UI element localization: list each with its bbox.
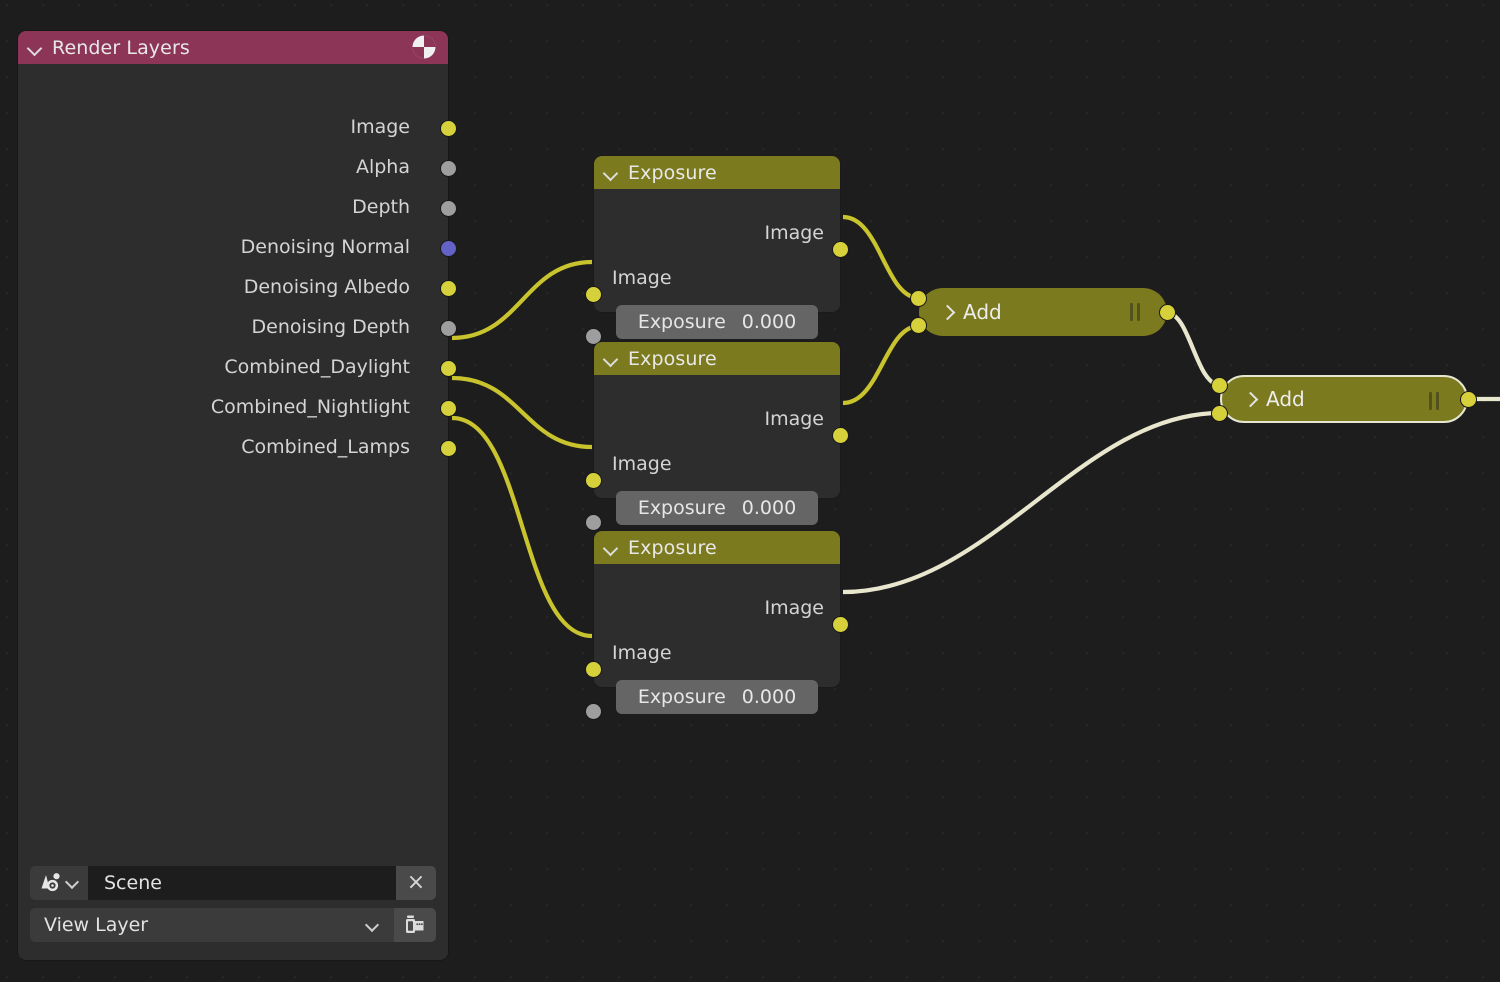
pause-bars-icon — [1129, 303, 1141, 321]
node-exposure-2-header[interactable]: Exposure — [594, 342, 840, 375]
socket-out-image[interactable] — [440, 120, 457, 137]
output-label-image: Image — [764, 408, 824, 430]
node-exposure-3[interactable]: Exposure Image Image Exposure 0.000 — [585, 531, 849, 720]
node-title: Exposure — [628, 347, 717, 370]
output-label-image: Image — [350, 116, 410, 138]
exposure-value-slider[interactable]: Exposure 0.000 — [616, 491, 818, 525]
output-label-denoising-albedo: Denoising Albedo — [243, 276, 410, 298]
node-title: Add — [1266, 387, 1305, 411]
exposure-value: 0.000 — [741, 686, 797, 708]
chevron-right-icon[interactable] — [941, 304, 955, 320]
scene-name-input[interactable]: Scene — [88, 866, 396, 900]
link-add1-to-add2 — [1166, 310, 1221, 388]
exposure-value-slider[interactable]: Exposure 0.000 — [616, 680, 818, 714]
socket-in-image[interactable] — [585, 472, 602, 489]
link-exposure3-to-add2 — [842, 410, 1221, 595]
view-layer-dropdown[interactable]: View Layer — [30, 908, 394, 942]
node-title: Exposure — [628, 161, 717, 184]
chevron-down-icon[interactable] — [604, 165, 619, 180]
renderlayers-button[interactable] — [394, 908, 436, 942]
input-label-image: Image — [612, 267, 672, 289]
exposure-value: 0.000 — [741, 311, 797, 333]
link-lamps-to-exposure3 — [451, 415, 593, 639]
scene-field-row[interactable]: Scene × — [30, 866, 436, 900]
view-layer-row[interactable]: View Layer — [30, 908, 436, 942]
chevron-down-icon[interactable] — [28, 40, 43, 55]
node-title: Exposure — [628, 536, 717, 559]
exposure-value: 0.000 — [741, 497, 797, 519]
renderlayers-icon — [406, 915, 424, 933]
node-exposure-1-body: Image Image Exposure 0.000 — [585, 189, 849, 345]
render-layers-sphere-icon — [411, 34, 438, 61]
socket-in-image[interactable] — [585, 286, 602, 303]
socket-out-denoising-normal[interactable] — [440, 240, 457, 257]
socket-out-denoising-albedo[interactable] — [440, 280, 457, 297]
chevron-right-icon[interactable] — [1244, 391, 1258, 407]
socket-in-2[interactable] — [1211, 405, 1228, 422]
socket-in-image[interactable] — [585, 661, 602, 678]
render-layers-properties: Scene × View Layer — [30, 858, 436, 942]
scene-data-icon — [41, 873, 60, 892]
output-label-image: Image — [764, 597, 824, 619]
socket-out-denoising-depth[interactable] — [440, 320, 457, 337]
output-label-combined-daylight: Combined_Daylight — [224, 356, 410, 378]
socket-out-image[interactable] — [832, 241, 849, 258]
output-label-depth: Depth — [352, 196, 410, 218]
socket-in-1[interactable] — [1211, 377, 1228, 394]
node-render-layers-body: Image Alpha Depth Denoising Normal Denoi… — [18, 64, 457, 960]
output-label-combined-nightlight: Combined_Nightlight — [210, 396, 410, 418]
socket-in-exposure[interactable] — [585, 328, 602, 345]
socket-out-combined-daylight[interactable] — [440, 360, 457, 377]
socket-in-exposure[interactable] — [585, 703, 602, 720]
socket-out-alpha[interactable] — [440, 160, 457, 177]
node-title: Render Layers — [52, 36, 190, 59]
node-add-2[interactable]: Add — [1211, 375, 1477, 423]
exposure-label: Exposure — [637, 497, 726, 519]
link-nightlight-to-exposure2 — [451, 375, 593, 450]
socket-out[interactable] — [1159, 304, 1176, 321]
node-exposure-2-body: Image Image Exposure 0.000 — [585, 375, 849, 531]
scene-data-selector[interactable] — [30, 866, 88, 900]
exposure-value-slider[interactable]: Exposure 0.000 — [616, 305, 818, 339]
node-render-layers-header[interactable]: Render Layers — [18, 31, 448, 64]
socket-in-2[interactable] — [910, 317, 927, 334]
socket-in-1[interactable] — [910, 290, 927, 307]
pause-bars-icon — [1428, 392, 1440, 410]
node-render-layers[interactable]: Render Layers Image Alpha Depth Denoisin… — [18, 31, 457, 960]
exposure-label: Exposure — [637, 311, 726, 333]
chevron-down-icon[interactable] — [604, 540, 619, 555]
node-exposure-3-header[interactable]: Exposure — [594, 531, 840, 564]
node-add-1[interactable]: Add — [910, 288, 1176, 336]
output-label-combined-lamps: Combined_Lamps — [241, 436, 410, 458]
node-exposure-2[interactable]: Exposure Image Image Exposure 0.000 — [585, 342, 849, 531]
exposure-label: Exposure — [637, 686, 726, 708]
socket-out[interactable] — [1460, 391, 1477, 408]
socket-out-image[interactable] — [832, 616, 849, 633]
output-label-image: Image — [764, 222, 824, 244]
node-title: Add — [963, 300, 1002, 324]
input-label-image: Image — [612, 453, 672, 475]
chevron-down-icon[interactable] — [64, 874, 80, 890]
input-label-image: Image — [612, 642, 672, 664]
output-label-alpha: Alpha — [355, 156, 410, 178]
socket-out-combined-nightlight[interactable] — [440, 400, 457, 417]
output-label-denoising-depth: Denoising Depth — [251, 316, 410, 338]
node-exposure-1[interactable]: Exposure Image Image Exposure 0.000 — [585, 156, 849, 345]
socket-out-depth[interactable] — [440, 200, 457, 217]
chevron-down-icon[interactable] — [367, 919, 380, 932]
socket-out-image[interactable] — [832, 427, 849, 444]
chevron-down-icon[interactable] — [604, 351, 619, 366]
clear-scene-button[interactable]: × — [396, 866, 436, 900]
link-exposure2-to-add1 — [842, 323, 920, 406]
node-exposure-3-body: Image Image Exposure 0.000 — [585, 564, 849, 720]
node-exposure-1-header[interactable]: Exposure — [594, 156, 840, 189]
socket-in-exposure[interactable] — [585, 514, 602, 531]
output-label-denoising-normal: Denoising Normal — [240, 236, 410, 258]
link-exposure1-to-add1 — [842, 214, 920, 301]
view-layer-value: View Layer — [44, 914, 149, 936]
socket-out-combined-lamps[interactable] — [440, 440, 457, 457]
link-daylight-to-exposure1 — [451, 259, 593, 341]
